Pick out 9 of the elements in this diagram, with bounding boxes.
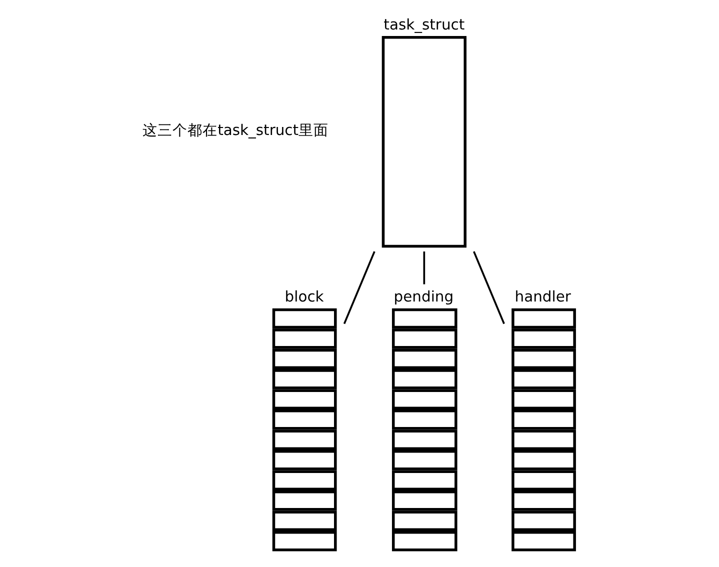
label: 这三个都在task_struct里面 bbox=[142, 122, 328, 140]
node-label: block bbox=[284, 288, 324, 306]
node-label: task_struct bbox=[383, 16, 464, 34]
node-label: handler bbox=[514, 288, 570, 306]
connector bbox=[422, 251, 425, 284]
node-box bbox=[381, 36, 466, 248]
node-label: pending bbox=[393, 288, 454, 306]
connector bbox=[342, 251, 375, 324]
connector bbox=[472, 251, 504, 324]
